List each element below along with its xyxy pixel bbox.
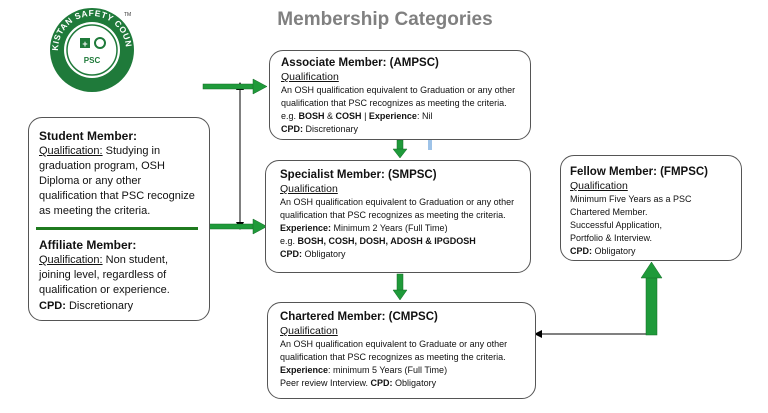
fellow-line-3: Successful Application, (570, 220, 663, 230)
affiliate-description: Qualification: Non student, joining leve… (39, 253, 200, 298)
arrow-specialist-to-chartered (392, 273, 408, 301)
arrow-to-associate (202, 78, 268, 95)
fellow-cpd-label: CPD: (570, 246, 592, 256)
associate-box: Associate Member: (AMPSC) Qualification … (269, 50, 531, 140)
fellow-line-4: Portfolio & Interview. (570, 233, 653, 243)
vertical-link-line (236, 82, 244, 230)
affiliate-cpd-text: Discretionary (65, 300, 134, 312)
associate-desc-text: An OSH qualification equivalent to Gradu… (281, 85, 516, 121)
associate-qual-label: Qualification (281, 71, 339, 83)
chartered-peer: Peer review Interview. (280, 378, 371, 388)
specialist-cpd-label: CPD: (280, 249, 302, 259)
svg-text:PSC: PSC (84, 56, 101, 65)
associate-exp-label: Experience (368, 111, 417, 121)
chartered-desc-text: An OSH qualification equivalent to Gradu… (280, 339, 508, 362)
fellow-box: Fellow Member: (FMPSC) Qualification Min… (560, 155, 742, 261)
affiliate-cpd: CPD: Discretionary (39, 299, 200, 314)
fellow-heading: Fellow Member: (FMPSC) (570, 166, 709, 178)
student-qual-label: Qualification: (39, 145, 103, 157)
affiliate-cpd-label: CPD: (39, 300, 66, 312)
associate-course-2: COSH (335, 111, 362, 121)
svg-text:+: + (82, 39, 87, 49)
specialist-description: An OSH qualification equivalent to Gradu… (280, 196, 521, 261)
svg-text:TM: TM (124, 12, 131, 18)
affiliate-section: Affiliate Member: Qualification: Non stu… (39, 238, 200, 314)
associate-cpd-text: Discretionary (303, 124, 359, 134)
associate-cpd-label: CPD: (281, 124, 303, 134)
specialist-box: Specialist Member: (SMPSC) Qualification… (265, 160, 531, 273)
specialist-desc-text: An OSH qualification equivalent to Gradu… (280, 197, 515, 220)
fellow-description: Minimum Five Years as a PSC Chartered Mem… (570, 193, 733, 258)
specialist-exp-text: Minimum 2 Years (Full Time) (331, 223, 448, 233)
page-title: Membership Categories (277, 9, 493, 30)
chartered-exp-text: : minimum 5 Years (Full Time) (328, 365, 448, 375)
chartered-heading: Chartered Member: (CMPSC) (280, 311, 438, 323)
blue-mark (428, 140, 432, 150)
chartered-qual-label: Qualification (280, 325, 338, 337)
specialist-courses: BOSH, COSH, DOSH, ADOSH & IPGDOSH (297, 236, 476, 246)
associate-heading: Associate Member: (AMPSC) (281, 57, 439, 69)
chartered-cpd-label: CPD: (370, 378, 393, 388)
arrow-to-specialist (199, 218, 268, 235)
associate-description: An OSH qualification equivalent to Gradu… (281, 84, 521, 136)
fellow-cpd-text: Obligatory (592, 246, 636, 256)
affiliate-qual-text: Non student, joining level, regardless o… (39, 254, 170, 296)
chartered-fellow-link (534, 330, 652, 338)
specialist-eg: e.g. (280, 236, 298, 246)
student-description: Qualification: Studying in graduation pr… (39, 144, 200, 219)
associate-course-1: BOSH (298, 111, 325, 121)
chartered-box: Chartered Member: (CMPSC) Qualification … (267, 302, 536, 399)
arrow-associate-to-specialist (392, 139, 408, 159)
chartered-exp-label: Experience (280, 365, 329, 375)
specialist-qual-label: Qualification (280, 183, 338, 195)
specialist-heading: Specialist Member: (SMPSC) (280, 169, 437, 181)
fellow-line-2: Chartered Member. (570, 207, 648, 217)
student-section: Student Member: Qualification: Studying … (39, 129, 200, 219)
student-affiliate-box: Student Member: Qualification: Studying … (28, 117, 210, 321)
fellow-line-1: Minimum Five Years as a PSC (570, 194, 692, 204)
section-divider (36, 227, 198, 230)
chartered-description: An OSH qualification equivalent to Gradu… (280, 338, 527, 390)
arrow-to-fellow (640, 261, 663, 336)
specialist-cpd-text: Obligatory (302, 249, 346, 259)
associate-sep: | (361, 111, 369, 121)
chartered-cpd-text: Obligatory (392, 378, 437, 388)
associate-amp: & (324, 111, 336, 121)
associate-exp-text: : Nil (416, 111, 433, 121)
specialist-exp-label: Experience: (280, 223, 332, 233)
student-heading: Student Member: (39, 129, 138, 143)
student-qual-text: Studying in graduation program, OSH Dipl… (39, 145, 195, 217)
affiliate-heading: Affiliate Member: (39, 238, 137, 252)
psc-logo: PAKISTAN SAFETY COUNCIL + PSC TM (48, 6, 134, 92)
affiliate-qual-label: Qualification: (39, 254, 103, 266)
fellow-qual-label: Qualification (570, 180, 628, 192)
